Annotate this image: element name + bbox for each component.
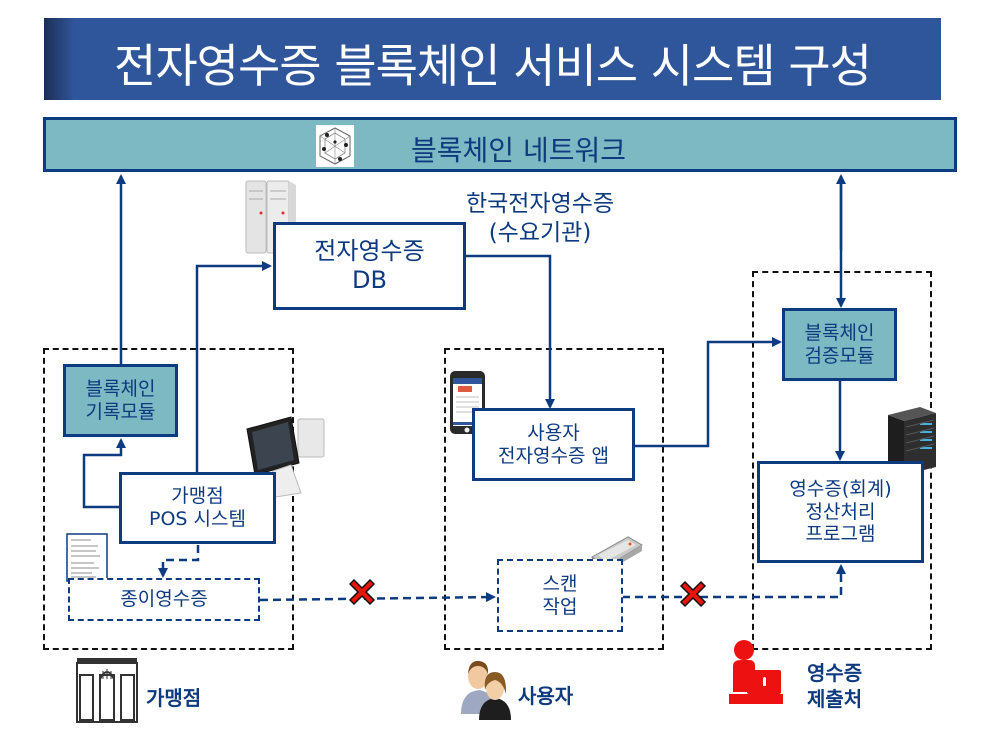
x-mark-icon (348, 578, 376, 606)
settlement-line3: 프로그램 (805, 523, 876, 546)
verify-module-line2: 검증모듈 (804, 344, 875, 367)
blockchain-verify-module: 블록체인 검증모듈 (782, 308, 897, 381)
arrow-pos-to-paper (158, 545, 200, 578)
arrow-pos-to-db (195, 261, 272, 472)
x-mark-icon (679, 580, 707, 608)
paper-receipt-label: 종이영수증 (120, 588, 208, 611)
db-line2: DB (352, 266, 387, 294)
storefront-icon (76, 657, 138, 727)
user-app-line1: 사용자 (527, 421, 580, 444)
smartphone-icon (449, 370, 487, 440)
db-line1: 전자영수증 (314, 237, 425, 266)
user-app-line2: 전자영수증 앱 (498, 444, 609, 467)
legend-user-label: 사용자 (518, 684, 574, 708)
blockchain-network-bar: 블록체인 네트워크 (43, 117, 957, 172)
title-bar: 전자영수증 블록체인 서비스 시스템 구성 (44, 18, 941, 100)
organization-line1: 한국전자영수증 (465, 191, 615, 217)
receipt-paper-icon (66, 533, 110, 587)
legend-merchant-label: 가맹점 (146, 686, 202, 710)
pos-system-box: 가맹점 POS 시스템 (119, 472, 276, 544)
network-label: 블록체인 네트워크 (411, 134, 626, 167)
legend-submitter-label: 영수증 제출처 (807, 660, 862, 712)
legend-user-icon (290, 654, 291, 673)
server-tower-icon (880, 405, 944, 481)
arrow-db-to-app (465, 254, 555, 409)
organization-label: 한국전자영수증 (수요기관) (440, 190, 640, 248)
zone-user (444, 348, 664, 650)
scan-line1: 스캔 (542, 572, 578, 595)
page-title: 전자영수증 블록체인 서비스 시스템 구성 (114, 39, 872, 93)
arrow-paper-to-scan (259, 592, 496, 603)
settlement-line2: 정산처리 (805, 500, 876, 523)
user-people-icon (288, 655, 289, 674)
settlement-program-box: 영수증(회계) 정산처리 프로그램 (757, 461, 924, 563)
blockchain-record-module: 블록체인 기록모듈 (63, 364, 178, 437)
arrow-scan-to-settlement (622, 564, 846, 599)
arrow-app-to-verify (634, 337, 782, 448)
record-module-line1: 블록체인 (85, 377, 156, 400)
pos-line2: POS 시스템 (149, 508, 246, 530)
edoc-db-box: 전자영수증 DB (273, 222, 466, 310)
legend-submitter-line2: 제출처 (807, 687, 863, 711)
pos-line1: 가맹점 (171, 485, 224, 508)
arrow-pos-to-record (82, 438, 126, 509)
user-pair-icon (457, 654, 515, 724)
blockchain-network-icon (316, 125, 354, 167)
legend-submitter-line1: 영수증 (807, 661, 863, 685)
organization-line2: (수요기관) (488, 219, 592, 246)
office-worker-icon (727, 636, 783, 716)
scan-task-box: 스캔 작업 (497, 559, 623, 632)
scan-line2: 작업 (542, 595, 578, 618)
record-module-line2: 기록모듈 (85, 400, 156, 423)
paper-receipt-box: 종이영수증 (68, 578, 260, 621)
settlement-line1: 영수증(회계) (789, 477, 892, 500)
user-app-box: 사용자 전자영수증 앱 (472, 408, 635, 481)
verify-module-line1: 블록체인 (804, 321, 875, 344)
zone-merchant (43, 348, 294, 650)
